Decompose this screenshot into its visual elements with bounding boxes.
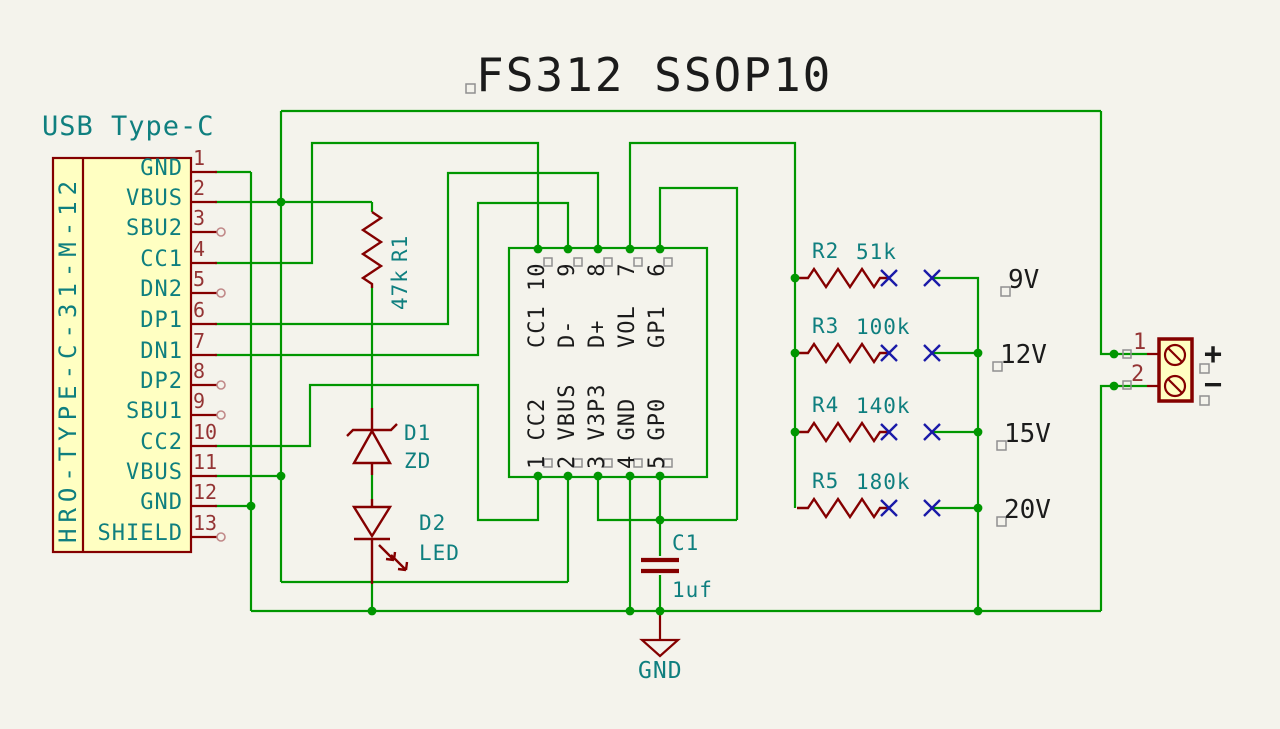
wires [215, 109, 1147, 613]
gnd-label: GND [638, 658, 683, 684]
zener-d1 [346, 408, 398, 475]
usb-pin-name-4: CC1 [140, 247, 183, 272]
usb-pin-num-8: 8 [193, 359, 206, 383]
usb-pin-name-1: GND [140, 156, 183, 181]
led-d2 [351, 499, 409, 584]
usb-pin-num-4: 4 [193, 237, 206, 261]
r1-ref: R1 [388, 234, 412, 262]
usb-pin-name-13: SHIELD [97, 521, 183, 546]
usb-pin-name-12: GND [140, 490, 183, 515]
capacitor-c1 [641, 557, 679, 574]
screw-1-icon [1163, 343, 1187, 367]
r3-value: 100k [856, 315, 911, 339]
output-plus-sign: + [1204, 337, 1223, 372]
r5-ref: R5 [812, 469, 840, 493]
usb-pin-num-3: 3 [193, 206, 206, 230]
r1-value: 47k [388, 269, 412, 310]
net-v3p3 [596, 186, 739, 611]
r5-value: 180k [856, 470, 911, 494]
d2-ref: D2 [419, 511, 447, 535]
screw-2-icon [1163, 374, 1187, 398]
divider-resistors [797, 266, 889, 520]
chip-body [507, 246, 709, 479]
resistor-r1 [360, 211, 384, 288]
net-vol [628, 141, 797, 508]
usb-pin-name-3: SBU2 [126, 216, 183, 241]
usb-pin-name-9: SBU1 [126, 399, 183, 424]
junction-dots [246, 197, 1119, 616]
usb-part-number: HRO-TYPE-C-31-M-12 [54, 174, 82, 543]
d1-value: ZD [404, 449, 432, 473]
net-vbus [215, 109, 1147, 584]
voltage-label-9v: 9V [1008, 265, 1040, 295]
chip-pin-gnd: 4 GND [615, 397, 640, 469]
net-cc1 [215, 141, 540, 265]
usb-pin-name-11: VBUS [126, 460, 183, 485]
resistor-r4 [797, 420, 889, 444]
usb-pin-num-10: 10 [193, 420, 218, 444]
net-gnd [215, 170, 1147, 613]
net-dn [215, 201, 570, 357]
usb-pin-num-9: 9 [193, 389, 206, 413]
voltage-label-15v: 15V [1004, 419, 1051, 449]
usb-pin-num-7: 7 [193, 329, 206, 353]
led-arrows [378, 544, 409, 572]
chip-pin-vbus: 2 VBUS [555, 383, 580, 469]
c1-value: 1uf [672, 578, 713, 602]
usb-pin-num-1: 1 [193, 146, 206, 170]
r2-value: 51k [856, 240, 897, 264]
usb-pin-name-6: DP1 [140, 308, 183, 333]
chip-pin-cc1: CC1 10 [525, 262, 550, 348]
usb-pin-name-7: DN1 [140, 339, 183, 364]
d1-ref: D1 [404, 421, 432, 445]
output-terminal-symbol [1147, 337, 1194, 403]
output-pin-num-2: 2 [1131, 362, 1145, 387]
usb-pin-stubs [191, 170, 217, 539]
usb-pin-num-5: 5 [193, 267, 206, 291]
usb-heading: USB Type-C [42, 111, 215, 142]
voltage-label-20v: 20V [1004, 495, 1051, 525]
r4-value: 140k [856, 394, 911, 418]
output-pin-num-1: 1 [1133, 330, 1147, 355]
usb-pin-num-2: 2 [193, 176, 206, 200]
d2-value: LED [419, 541, 460, 565]
net-cc2 [215, 383, 540, 522]
chip-pin-cc2: 1 CC2 [525, 397, 550, 469]
resistor-r2 [797, 266, 889, 290]
usb-pin-num-12: 12 [193, 480, 218, 504]
chip-pin-gp1: GP1 6 [645, 262, 670, 348]
r2-ref: R2 [812, 239, 840, 263]
anchor-squares [465, 83, 1210, 527]
output-minus-sign: − [1204, 367, 1223, 402]
resistor-r3 [797, 341, 889, 365]
usb-pin-num-6: 6 [193, 298, 206, 322]
usb-pin-name-5: DN2 [140, 277, 183, 302]
c1-ref: C1 [672, 531, 700, 555]
chip-pin-gp0: 5 GP0 [645, 397, 670, 469]
resistor-r5 [797, 496, 889, 520]
page-title: FS312 SSOP10 [476, 48, 833, 102]
r4-ref: R4 [812, 393, 840, 417]
usb-pin-name-10: CC2 [140, 430, 183, 455]
voltage-label-12v: 12V [1000, 340, 1047, 370]
chip-pin-dplus: D+ 8 [585, 262, 610, 348]
net-dp [215, 171, 600, 326]
chip-pin-vol: VOL 7 [615, 262, 640, 348]
usb-pin-name-2: VBUS [126, 186, 183, 211]
chip-pin-v3p3: 3 V3P3 [585, 383, 610, 469]
usb-pin-num-13: 13 [193, 511, 218, 535]
gnd-symbol [639, 611, 681, 658]
chip-pin-dminus: D- 9 [555, 262, 580, 348]
usb-pin-name-8: DP2 [140, 369, 183, 394]
r3-ref: R3 [812, 314, 840, 338]
noconnect-x-marks [880, 269, 941, 517]
usb-connector-symbol [51, 156, 226, 554]
usb-pin-num-11: 11 [193, 450, 218, 474]
unconnected-pin-circles [216, 227, 226, 542]
net-voltage-stubs [932, 276, 980, 611]
